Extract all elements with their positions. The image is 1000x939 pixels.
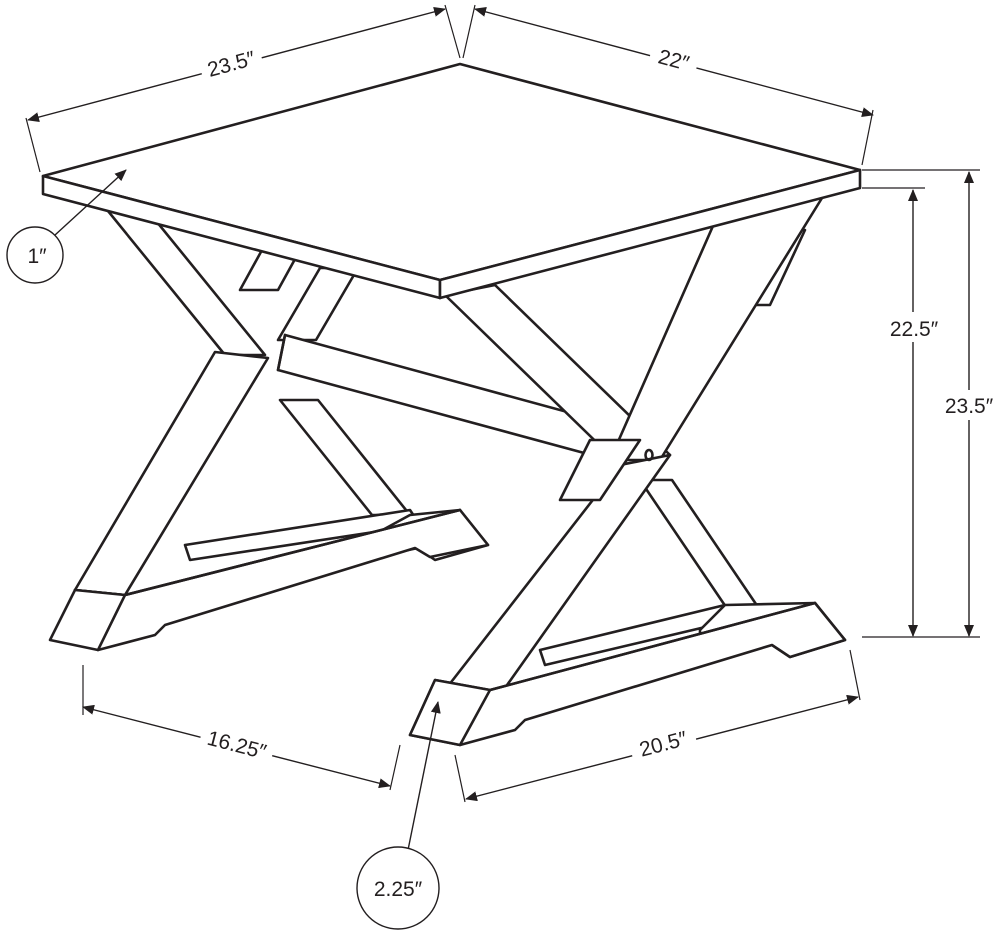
table-top — [41, 62, 862, 300]
end-table-illustration — [41, 62, 862, 747]
label-top-length: 23.5″ — [205, 47, 258, 82]
callout-foot-height: 2.25″ — [356, 701, 441, 930]
callout-bubble — [356, 846, 440, 930]
label-overall-height: 23.5″ — [945, 395, 994, 418]
dim-top-width: 22″ — [474, 6, 874, 118]
label-base-length: 20.5″ — [637, 727, 690, 762]
callout-top-thickness: 1″ — [6, 169, 127, 284]
left-x-leg — [73, 193, 270, 597]
dim-base-depth: 16.25″ — [82, 704, 391, 789]
label-apron-height: 22.5″ — [890, 318, 939, 341]
callout-bubble — [6, 226, 64, 284]
label-top-thickness: 1″ — [27, 245, 47, 268]
dim-apron-height: 22.5″ — [884, 189, 944, 637]
dimension-annotations: 23.5″ 22″ 22.5″ 23.5″ 16.25″ — [6, 4, 998, 930]
label-foot-height: 2.25″ — [374, 878, 423, 901]
left-foot — [48, 508, 490, 652]
dim-overall-height: 23.5″ — [940, 171, 998, 637]
